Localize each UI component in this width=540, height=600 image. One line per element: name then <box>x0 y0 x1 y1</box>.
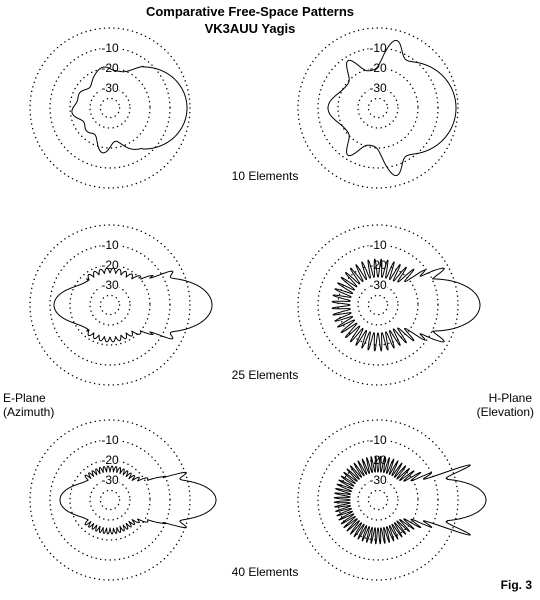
row-label-40-elements: 40 Elements <box>231 565 299 579</box>
ring-label: -10 <box>369 41 387 55</box>
grid-ring <box>337 459 419 541</box>
grid-ring <box>99 97 121 119</box>
ring-label: -20 <box>101 453 119 467</box>
grid-ring <box>69 459 151 541</box>
grid-ring <box>99 489 121 511</box>
ring-label: -30 <box>101 473 119 487</box>
figure-subtitle: VK3AUU Yagis <box>204 21 296 36</box>
grid-ring <box>357 87 399 129</box>
pattern-10-elements-e-plane <box>71 65 188 154</box>
ring-label: -20 <box>101 258 119 272</box>
h-plane-label: H-Plane <box>488 391 532 405</box>
row-label-25-elements: 25 Elements <box>231 368 299 382</box>
ring-label: -30 <box>101 278 119 292</box>
ring-label: -30 <box>369 278 387 292</box>
figure-title: Comparative Free-Space Patterns <box>145 4 355 19</box>
pattern-40-elements-h-plane <box>333 455 487 545</box>
ring-label: -20 <box>369 61 387 75</box>
grid-ring <box>297 27 459 189</box>
grid-ring <box>49 47 171 169</box>
grid-ring <box>49 244 171 366</box>
grid-ring <box>317 439 439 561</box>
grid-ring <box>29 27 191 189</box>
pattern-25-elements-h-plane <box>331 258 481 352</box>
ring-label: -20 <box>101 61 119 75</box>
grid-ring <box>297 224 459 386</box>
ring-label: -10 <box>101 238 119 252</box>
grid-ring <box>317 47 439 169</box>
grid-ring <box>367 97 389 119</box>
grid-ring <box>69 264 151 346</box>
ring-label: -20 <box>369 258 387 272</box>
grid-ring <box>89 479 131 521</box>
row-label-10-elements: 10 Elements <box>231 169 299 183</box>
ring-label: -10 <box>101 41 119 55</box>
pattern-40-elements-e-plane <box>59 465 217 535</box>
figure-number-label: Fig. 3 <box>500 578 532 592</box>
grid-ring <box>89 284 131 326</box>
grid-ring <box>89 87 131 129</box>
grid-ring <box>99 294 121 316</box>
grid-ring <box>49 439 171 561</box>
grid-ring <box>367 294 389 316</box>
pattern-10-elements-h-plane <box>327 39 457 177</box>
grid-ring <box>367 489 389 511</box>
ring-label: -30 <box>101 81 119 95</box>
grid-ring <box>69 67 151 149</box>
grid-ring <box>29 224 191 386</box>
ring-label: -10 <box>369 433 387 447</box>
e-plane-label: E-Plane <box>3 391 46 405</box>
h-plane-sublabel: (Elevation) <box>476 405 534 419</box>
grid-ring <box>337 264 419 346</box>
grid-ring <box>337 67 419 149</box>
ring-label: -10 <box>101 433 119 447</box>
ring-label: -30 <box>369 473 387 487</box>
grid-ring <box>357 479 399 521</box>
ring-label: -10 <box>369 238 387 252</box>
grid-ring <box>357 284 399 326</box>
e-plane-sublabel: (Azimuth) <box>3 405 55 419</box>
polar-plots-group: -10 -20 -30 -10 -20 -30 -10 -20 -30 -10 -20 -30 -10 -… <box>29 27 487 581</box>
ring-label: -30 <box>369 81 387 95</box>
grid-ring <box>29 419 191 581</box>
pattern-25-elements-e-plane <box>53 267 213 343</box>
grid-ring <box>317 244 439 366</box>
grid-ring <box>297 419 459 581</box>
